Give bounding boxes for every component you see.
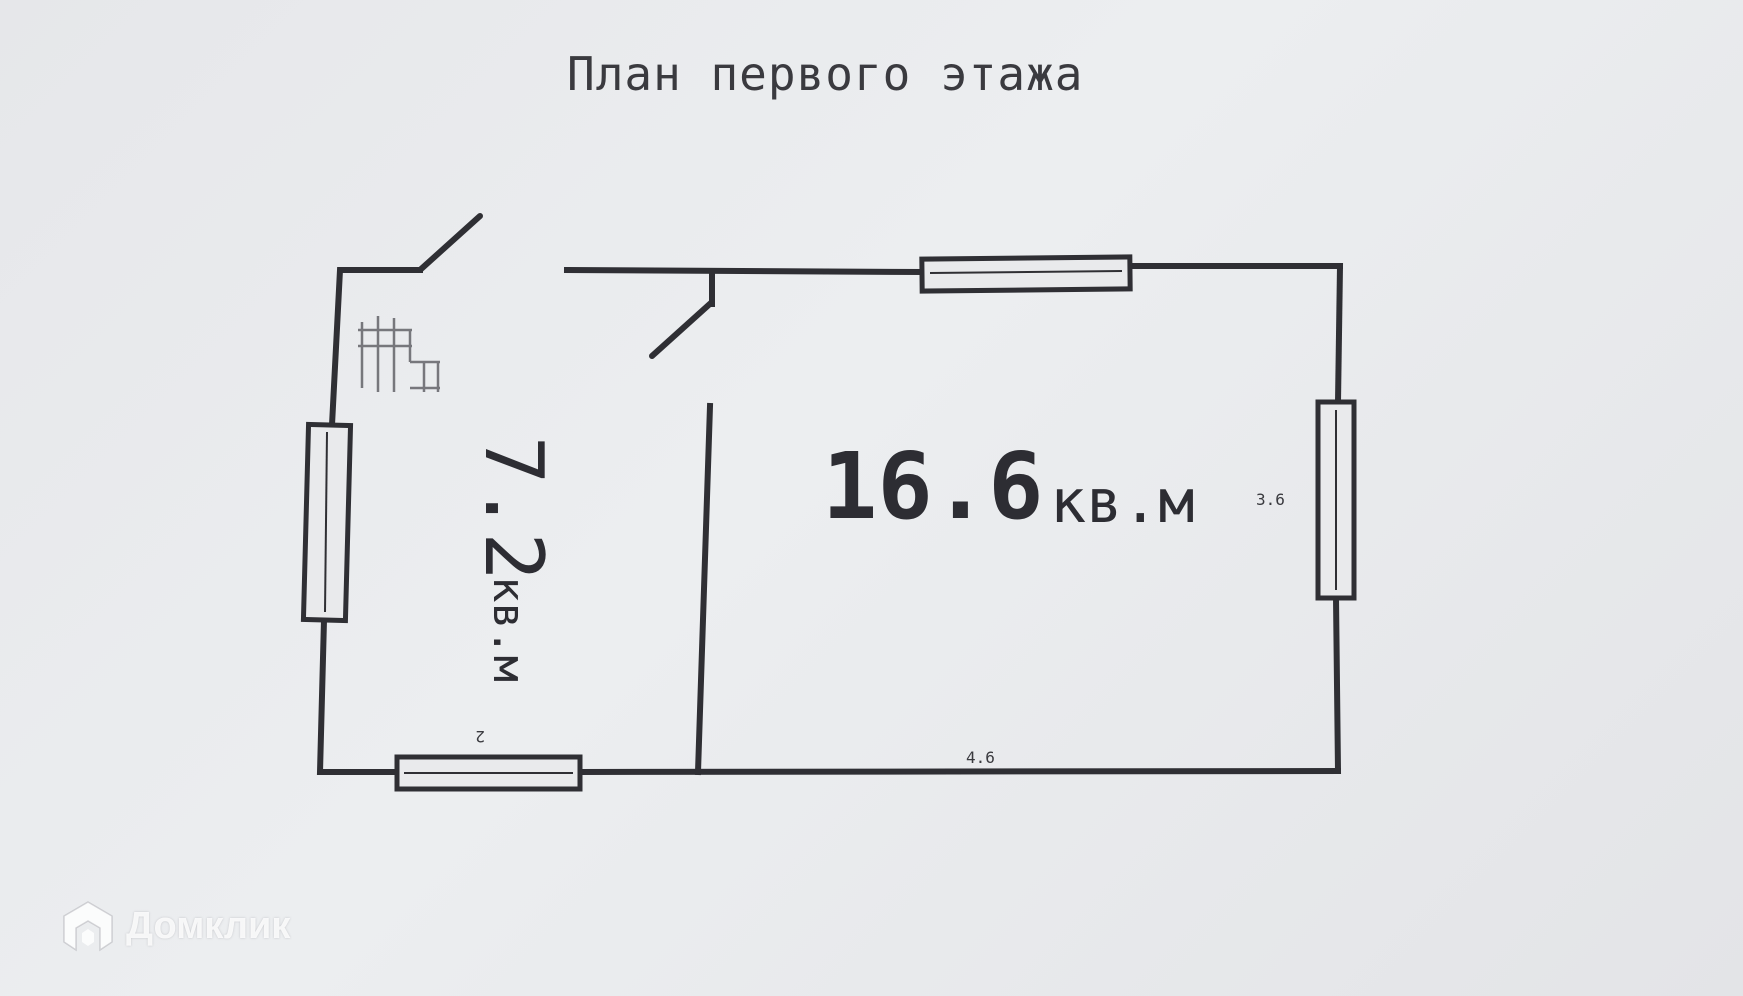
entry-door [417,213,483,273]
room-small-area-unit: кв.м [483,576,534,682]
watermark-text: Домклик [126,904,291,947]
dimension-small-bottom: 2 [475,727,485,746]
window-top [919,254,1133,294]
dimension-right-wall: 3.6 [1256,490,1285,509]
doors [417,213,715,359]
windows [300,254,1357,792]
wall-right-upper [1334,262,1344,406]
wall-bottom-right [576,767,1342,776]
stairs-icon [358,316,440,392]
wall-top [563,266,926,276]
wall-partition [694,402,714,776]
plan-title: План первого этажа [567,47,1084,101]
room-main-area-value: 16.6 [822,433,1044,540]
room-small-area-value: 7.2 [467,436,560,581]
house-logo-icon [63,901,113,952]
wall-top-left [328,267,423,429]
dimension-bottom-wall: 4.6 [966,748,995,767]
room-main-area-unit: кв.м [1050,467,1195,537]
interior-door [649,299,715,359]
watermark: Домклик [60,898,290,954]
walls [316,262,1344,776]
wall-right-lower [1332,594,1342,775]
wall-left-lower [316,616,400,775]
room-main-area-label: 16.6 кв.м [822,433,1195,540]
room-small-area-label: 7.2 кв.м [467,436,560,682]
